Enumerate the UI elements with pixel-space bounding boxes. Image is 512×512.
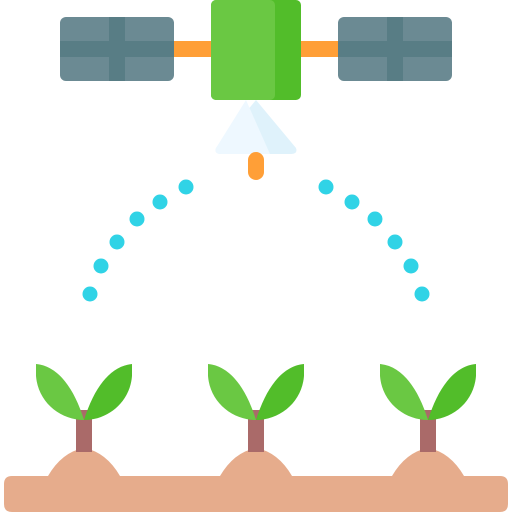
- sprinkler-nozzle-icon: [215, 100, 297, 180]
- water-droplet-icon: [129, 211, 145, 227]
- water-droplet-icon: [178, 179, 194, 195]
- water-droplet-icon: [109, 234, 125, 250]
- satellite-body: [211, 0, 301, 100]
- water-droplet-icon: [152, 194, 168, 210]
- left-solar-panel: [60, 17, 174, 81]
- water-droplet-icon: [82, 286, 98, 302]
- water-droplet-icon: [344, 194, 360, 210]
- water-droplet-icon: [403, 258, 419, 274]
- seedling-icon: [36, 364, 132, 452]
- seedling-left-leaf: [36, 364, 84, 420]
- right-connector: [294, 41, 342, 57]
- seedling-right-leaf: [84, 364, 132, 420]
- water-droplet-icon: [318, 179, 334, 195]
- right-solar-panel: [338, 17, 452, 81]
- soil-mound-icon: [4, 448, 508, 512]
- seedling-icon: [208, 364, 304, 452]
- seedling-icon: [380, 364, 476, 452]
- right-panel-horizontal-divider: [338, 41, 452, 57]
- satellite-body-face: [211, 0, 275, 100]
- seedling-left-leaf: [380, 364, 428, 420]
- seedling-right-leaf: [256, 364, 304, 420]
- nozzle-tip: [248, 152, 264, 180]
- water-droplet-group: [82, 179, 430, 302]
- seedling-stem: [76, 410, 92, 452]
- water-droplet-icon: [414, 286, 430, 302]
- satellite-icon: [60, 0, 452, 180]
- seedling-stem: [248, 410, 264, 452]
- seedling-left-leaf: [208, 364, 256, 420]
- water-droplet-icon: [367, 211, 383, 227]
- seedling-right-leaf: [428, 364, 476, 420]
- spray-cone-highlight: [215, 100, 270, 154]
- seedling-stem: [420, 410, 436, 452]
- water-droplet-icon: [93, 258, 109, 274]
- water-droplet-icon: [387, 234, 403, 250]
- left-panel-horizontal-divider: [60, 41, 174, 57]
- seedling-row: [36, 364, 476, 452]
- left-connector: [170, 41, 218, 57]
